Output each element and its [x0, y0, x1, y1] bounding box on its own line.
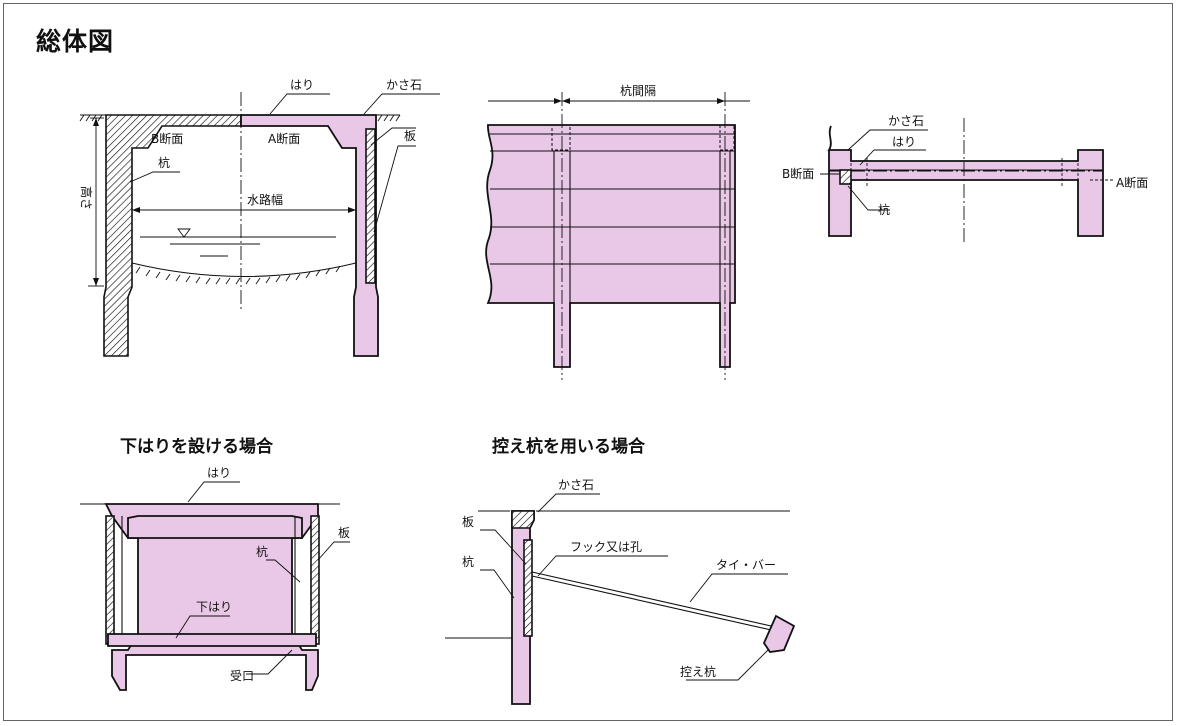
label-pile-spacing: 杭間隔	[620, 83, 656, 98]
label-anchor-coping: かさ石	[558, 478, 594, 492]
label-hook-or-hole: フック又は孔	[570, 540, 642, 554]
label-anchor-pile: 杭	[462, 554, 474, 569]
diagram-labels: はり かさ石 B断面 A断面 板 杭 水路幅 高さ 杭間隔 かさ石 はり B断面…	[79, 78, 1148, 683]
label-plan-beam: はり	[892, 135, 916, 149]
page-title: 総体図	[36, 27, 115, 56]
label-plan-coping: かさ石	[888, 114, 924, 128]
label-anchor-pile-name: 控え杭	[680, 664, 716, 679]
label-lower-plate: 板	[338, 526, 350, 540]
side-view-drawing	[485, 92, 750, 380]
lower-beam-drawing	[80, 481, 350, 691]
plan-view-drawing	[820, 118, 1115, 242]
label-lower-beam: 下はり	[196, 600, 232, 614]
label-lower-pile: 杭	[256, 544, 268, 559]
label-plan-section-a: A断面	[1116, 175, 1148, 190]
label-plan-pile: 杭	[878, 202, 890, 217]
label-section-b: B断面	[151, 131, 183, 146]
label-pile: 杭	[158, 155, 170, 170]
label-tie-bar: タイ・バー	[716, 558, 776, 572]
label-anchor-plate: 板	[462, 515, 474, 529]
label-section-a: A断面	[268, 131, 300, 146]
subtitle-anchor-pile: 控え杭を用いる場合	[492, 437, 645, 457]
label-plan-section-b: B断面	[782, 166, 814, 181]
anchor-pile-drawing	[445, 493, 796, 705]
label-beam: はり	[290, 78, 314, 92]
label-waterway-width: 水路幅	[247, 192, 283, 207]
label-lower-beam-top: はり	[207, 466, 231, 480]
label-plate: 板	[404, 129, 416, 143]
label-socket: 受口	[230, 669, 254, 683]
cross-section-drawing	[79, 92, 440, 357]
label-height: 高さ	[79, 186, 94, 210]
label-coping: かさ石	[386, 78, 422, 92]
subtitle-lower-beam: 下はりを設ける場合	[120, 437, 273, 457]
